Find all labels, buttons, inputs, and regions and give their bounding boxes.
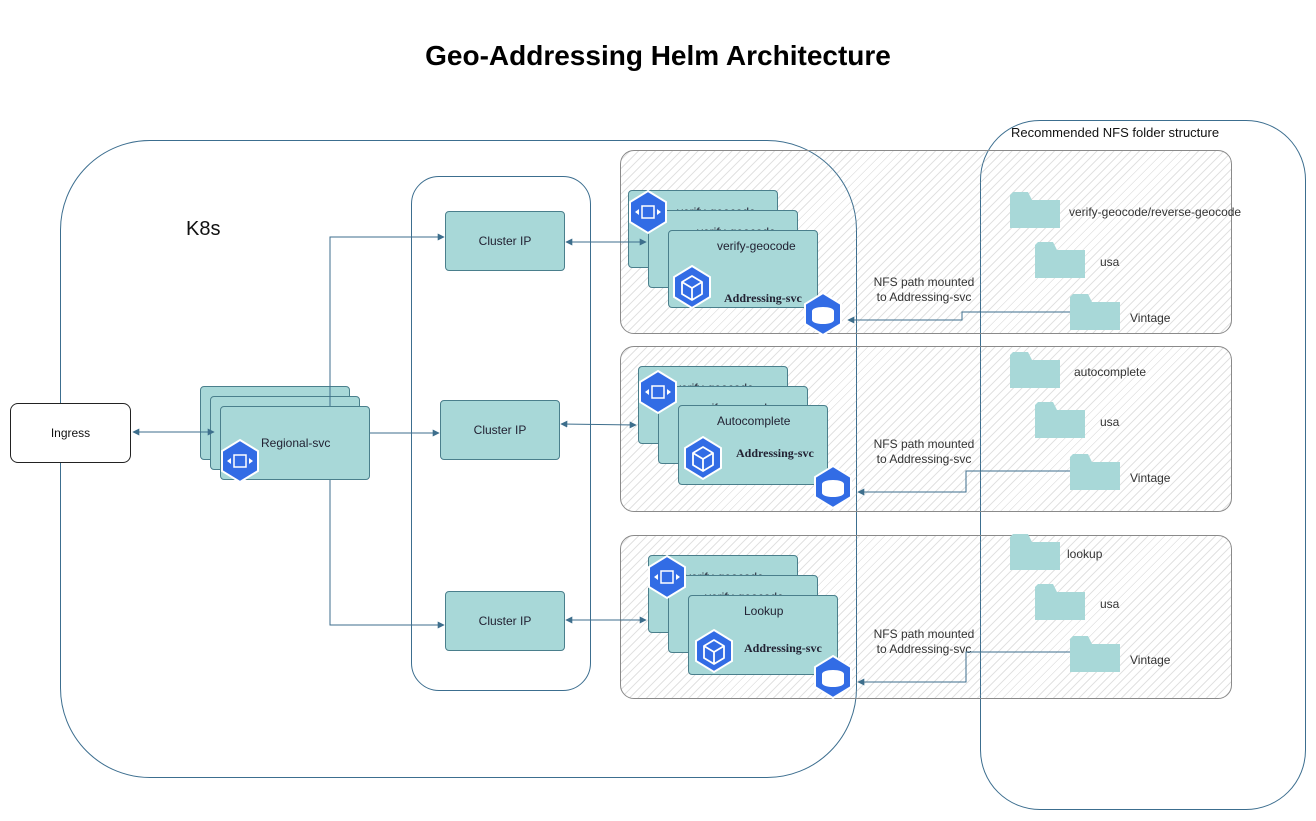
- pod-icon: [639, 370, 677, 414]
- folder-icon: [1010, 192, 1060, 228]
- ingress-node[interactable]: Ingress: [10, 403, 131, 463]
- service-label: verify-geocode: [717, 239, 796, 253]
- cluster-ip-node-2[interactable]: Cluster IP: [440, 400, 560, 460]
- pod-icon: [221, 439, 259, 483]
- k8s-label: K8s: [186, 218, 221, 240]
- folder-label: usa: [1100, 597, 1120, 611]
- folder-icon: [1070, 454, 1120, 490]
- folder-icon: [1070, 294, 1120, 330]
- nfs-folder-frame: [980, 120, 1306, 810]
- persistent-volume-icon: [814, 655, 852, 699]
- nfs-note-line-1: NFS path mounted: [873, 437, 975, 451]
- addressing-svc-label: Addressing-svc: [744, 641, 822, 655]
- folder-label: Vintage: [1130, 471, 1171, 485]
- pod-icon: [648, 555, 686, 599]
- nfs-mount-connector-3: [857, 651, 1086, 686]
- nfs-note-line-2: to Addressing-svc: [876, 452, 972, 466]
- nfs-note-line-2: to Addressing-svc: [876, 290, 972, 304]
- deployment-cube-icon: [695, 629, 733, 673]
- nfs-note-line-2: to Addressing-svc: [876, 642, 972, 656]
- cluster-ip-node-3[interactable]: Cluster IP: [445, 591, 565, 651]
- nfs-mount-connector-1: [847, 311, 1086, 324]
- folder-label: usa: [1100, 415, 1120, 429]
- regional-to-cluster-ip-1-connector: [329, 233, 445, 406]
- service-label: Autocomplete: [717, 414, 791, 428]
- regional-to-cluster-ip-3-connector: [329, 480, 445, 629]
- service-label: Lookup: [744, 604, 784, 618]
- folder-label: Vintage: [1130, 311, 1171, 325]
- folder-label: lookup: [1067, 547, 1103, 561]
- persistent-volume-icon: [804, 292, 842, 336]
- folder-icon: [1035, 402, 1085, 438]
- folder-label: autocomplete: [1074, 365, 1147, 379]
- nfs-section-label: Recommended NFS folder structure: [1011, 125, 1220, 140]
- deployment-cube-icon: [673, 265, 711, 309]
- folder-icon: [1010, 534, 1060, 570]
- connectors: [132, 233, 1086, 686]
- folder-icon: [1070, 636, 1120, 672]
- folder-icon: [1010, 352, 1060, 388]
- persistent-volume-icon: [814, 465, 852, 509]
- nfs-mount-note-2: NFS path mounted to Addressing-svc: [862, 437, 986, 467]
- pod-icon: [629, 190, 667, 234]
- deployment-cube-icon: [684, 436, 722, 480]
- nfs-mount-connector-2: [857, 470, 1086, 496]
- folder-label: verify-geocode/reverse-geocode: [1069, 205, 1242, 219]
- addressing-svc-label: Addressing-svc: [736, 446, 814, 460]
- cluster-ip-node-1[interactable]: Cluster IP: [445, 211, 565, 271]
- nfs-note-line-1: NFS path mounted: [873, 627, 975, 641]
- folder-icon: [1035, 242, 1085, 278]
- regional-svc-label: Regional-svc: [261, 436, 331, 450]
- nfs-mount-note-3: NFS path mounted to Addressing-svc: [862, 627, 986, 657]
- cluster-ip-2-to-service-connector: [560, 420, 637, 429]
- folder-icon: [1035, 584, 1085, 620]
- folder-label: Vintage: [1130, 653, 1171, 667]
- addressing-svc-label: Addressing-svc: [724, 291, 802, 305]
- folder-label: usa: [1100, 255, 1120, 269]
- nfs-mount-note-1: NFS path mounted to Addressing-svc: [862, 275, 986, 305]
- nfs-note-line-1: NFS path mounted: [873, 275, 975, 289]
- page-title: Geo-Addressing Helm Architecture: [425, 40, 891, 71]
